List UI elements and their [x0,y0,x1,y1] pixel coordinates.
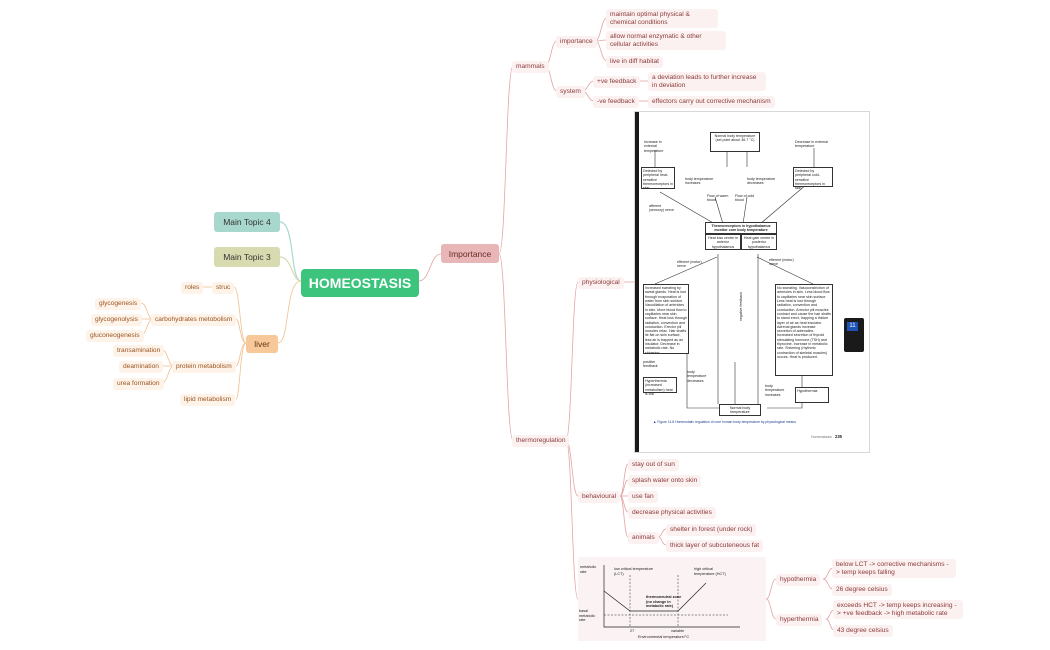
main-topic-3[interactable]: Main Topic 3 [214,247,280,267]
fig-heat-loss: Heat loss centre in anterior hypothalamu… [705,234,741,250]
figure-arrows [654,148,815,409]
importance-item-1[interactable]: maintain optimal physical & chemical con… [606,9,718,29]
chapter-number: 11 [847,322,858,331]
graph-y-low-label: basal metabolic rate [579,609,596,623]
gluconeogenesis-node[interactable]: gluconeogenesis [86,330,144,342]
protein-node[interactable]: protein metabolism [172,361,236,373]
fig-afferent: afferent (sensory) nerve [649,204,674,213]
importance-item-2[interactable]: allow normal enzymatic & other cellular … [606,31,726,51]
thermoregulation-node[interactable]: thermoregulation [512,435,570,447]
fig-body-temp-decreases: body temperature decreases [747,177,776,186]
hypothermia-temp[interactable]: 26 degree celsius [832,584,892,596]
importance-item-3[interactable]: live in diff habitat [606,56,663,68]
central-topic[interactable]: HOMEOSTASIS [301,269,419,297]
fig-heat-gain: Heat gain centre in posterior hypothalam… [741,234,777,250]
animals-item-1[interactable]: shelter in forest (under rock) [666,524,757,536]
graph-plot [603,565,740,628]
thermoregulation-figure[interactable]: Increase in external temperature Decreas… [634,111,870,453]
fig-left-decreases: body temperature decreases [687,370,707,383]
fig-hypothalamus: Thermoreceptors in hypothalamus monitor … [705,222,777,234]
fig-left-detect: Detected by peripheral heat-sensitive th… [641,167,675,190]
behavioural-node[interactable]: behavioural [578,491,621,503]
fig-right-detect: Detected by peripheral cold-sensitive th… [793,167,833,190]
fig-right-stimulus: Decrease in external temperature [795,140,828,149]
importance-subnode[interactable]: importance [556,36,597,48]
fig-positive-feedback: positive feedback [643,360,658,369]
system-node[interactable]: system [556,86,585,98]
fig-caption: ▲ Figure 11.8 Homeostatic regulation of … [653,420,796,424]
hyperthermia-temp[interactable]: 43 degree celsius [833,625,893,637]
deamination-node[interactable]: deamination [119,361,163,373]
carbohydrates-node[interactable]: carbohydrates metobolism [151,314,237,326]
behaviour-item-3[interactable]: use fan [628,491,658,503]
main-topic-4[interactable]: Main Topic 4 [214,212,280,232]
fig-flow-warm: Flow of warm blood [707,194,729,203]
physiological-node[interactable]: physiological [578,277,624,289]
mammals-node[interactable]: mammals [512,61,549,73]
metabolic-rate-graph[interactable]: metabolic rate basal metabolic rate low … [578,557,766,641]
fig-page-number: 235 [835,434,842,439]
negative-feedback-desc[interactable]: effectors carry out corrective mechanism [648,96,775,108]
fig-hyperthermia-box: Hyperthermia (increased metabolism) heat… [643,377,677,396]
fig-right-effects: No sweating. Vasoconstriction of arterio… [775,284,833,376]
negative-feedback-node[interactable]: -ve feedback [593,96,639,108]
hypothermia-desc[interactable]: below LCT -> corrective mechanisms -> te… [832,559,956,579]
fig-efferent-right: efferent (motor) nerve [769,258,794,267]
graph-hct-label: high critical temperature (HCT) [694,567,726,576]
lipid-node[interactable]: lipid metabolism [180,394,236,406]
importance-node[interactable]: Importance [441,244,499,263]
urea-formation-node[interactable]: urea formation [113,378,164,390]
fig-body-temp-increases: body temperature increases [685,177,714,186]
graph-tick-variable: variable [671,629,685,633]
graph-tick-27: 27 [630,629,635,633]
fig-left-effects: Increased sweating by sweat glands. Heat… [643,284,689,354]
behaviour-item-4[interactable]: decrease physical activities [628,507,716,519]
fig-bottom-box: Normal body temperature [719,404,761,416]
graph-x-label: Environmental temperature/°C [638,635,690,639]
graph-y-label: metabolic rate [580,565,597,574]
glycogenesis-node[interactable]: glycogenesis [95,298,142,310]
figure-scan-edge [635,112,639,452]
graph-lct-label: low critical temperature (LCT) [614,567,654,576]
glycogenolysis-node[interactable]: glycogenolysis [91,314,142,326]
animals-item-2[interactable]: thick layer of subcuteneous fat [666,540,764,552]
fig-flow-cold: Flow of cold blood [735,194,755,203]
roles-node[interactable]: roles [181,282,204,294]
hypothermia-node[interactable]: hypothermia [776,574,821,586]
fig-top-box: Normal body temperature (set point about… [710,132,760,152]
hyperthermia-node[interactable]: hyperthermia [776,614,823,626]
fig-left-stimulus: Increase in external temperature [644,140,664,153]
fig-right-increases: body temperature increases [765,384,785,397]
fig-negative-feedback: negative feedback [739,292,743,322]
liver-node[interactable]: liver [246,335,278,353]
struc-node[interactable]: struc [212,282,235,294]
behaviour-item-1[interactable]: stay out of sun [628,459,679,471]
hyperthermia-desc[interactable]: exceeds HCT -> temp keeps increasing -> … [833,600,963,620]
chapter-tab: 11 [844,318,864,352]
animals-node[interactable]: animals [628,532,659,544]
graph-zone-label: thermoneutral zone (no change in metabol… [646,595,682,609]
positive-feedback-node[interactable]: +ve feedback [593,76,641,88]
fig-hypothermia-box: Hypothermia [795,387,829,403]
fig-footer: Homeostasis [811,435,832,439]
transamination-node[interactable]: transamination [113,345,165,357]
behaviour-item-2[interactable]: splash water onto skin [628,475,702,487]
positive-feedback-desc[interactable]: a deviation leads to further increase in… [648,72,766,92]
fig-efferent-left: efferent (motor) nerve [677,260,702,269]
